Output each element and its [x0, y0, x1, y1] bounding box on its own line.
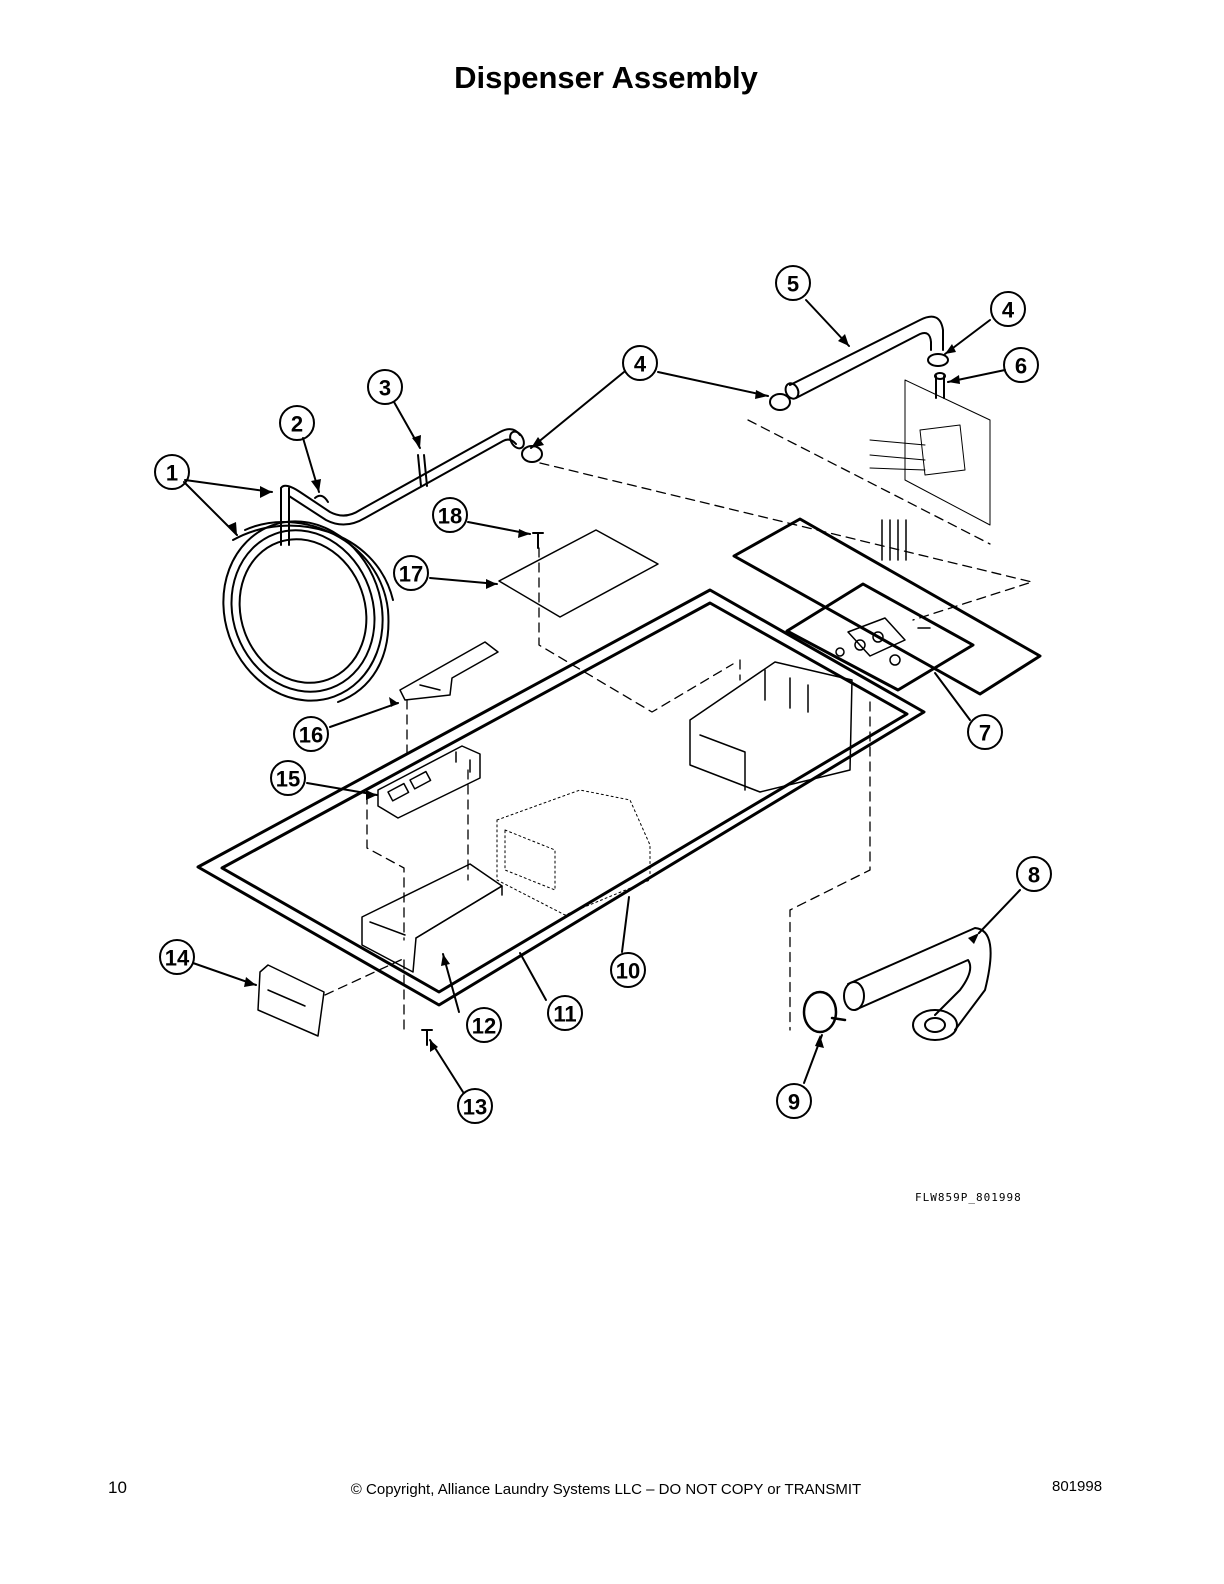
- callout-7: 7: [979, 721, 991, 746]
- callout-13: 13: [463, 1095, 487, 1120]
- bellows-ring: [222, 520, 394, 703]
- callout-3: 3: [379, 376, 391, 401]
- dispenser-housing: [689, 661, 853, 793]
- document-number: 801998: [1052, 1478, 1103, 1495]
- screw-18: [532, 532, 544, 549]
- drawer-handle: [257, 964, 325, 1037]
- callout-2: 2: [291, 412, 303, 437]
- callout-4b: 4: [1002, 298, 1015, 323]
- drain-hose-clamp: [802, 990, 847, 1034]
- callout-11: 11: [553, 1002, 576, 1027]
- dispenser-frame-outline: [196, 517, 1042, 1007]
- callout-5: 5: [787, 272, 799, 297]
- callout-15: 15: [276, 767, 300, 792]
- callout-1: 1: [166, 461, 178, 486]
- bellows-tube: [280, 428, 525, 546]
- dispenser-drawer: [361, 863, 503, 973]
- page-number: 10: [108, 1478, 127, 1497]
- screw-13: [421, 1029, 433, 1046]
- callout-18: 18: [438, 504, 462, 529]
- drain-hose: [843, 927, 992, 1041]
- leader-arrowheads: [227, 334, 979, 1052]
- callout-17: 17: [399, 562, 423, 587]
- page-title: Dispenser Assembly: [454, 60, 758, 95]
- dispenser-panel: [377, 745, 481, 819]
- copyright-notice: © Copyright, Alliance Laundry Systems LL…: [350, 1481, 862, 1498]
- water-valve: [835, 519, 931, 666]
- cover-plate: [498, 529, 659, 618]
- callout-10: 10: [616, 959, 640, 984]
- callout-12: 12: [472, 1014, 496, 1039]
- callout-circles: [154, 265, 1052, 1124]
- callout-9: 9: [788, 1090, 800, 1115]
- callout-6: 6: [1015, 354, 1027, 379]
- assembly-guide-lines: [324, 419, 1033, 1031]
- callout-16: 16: [299, 723, 323, 748]
- leader-lines: [183, 299, 1021, 1093]
- siphon-cap: [399, 641, 499, 701]
- callout-8: 8: [1028, 863, 1040, 888]
- valve-panel: [869, 372, 991, 526]
- tub-sketch: [496, 789, 651, 916]
- callout-4a: 4: [634, 352, 647, 377]
- drawing-id: FLW859P_801998: [915, 1191, 1022, 1204]
- callout-14: 14: [165, 946, 190, 971]
- inlet-hose: [769, 315, 949, 411]
